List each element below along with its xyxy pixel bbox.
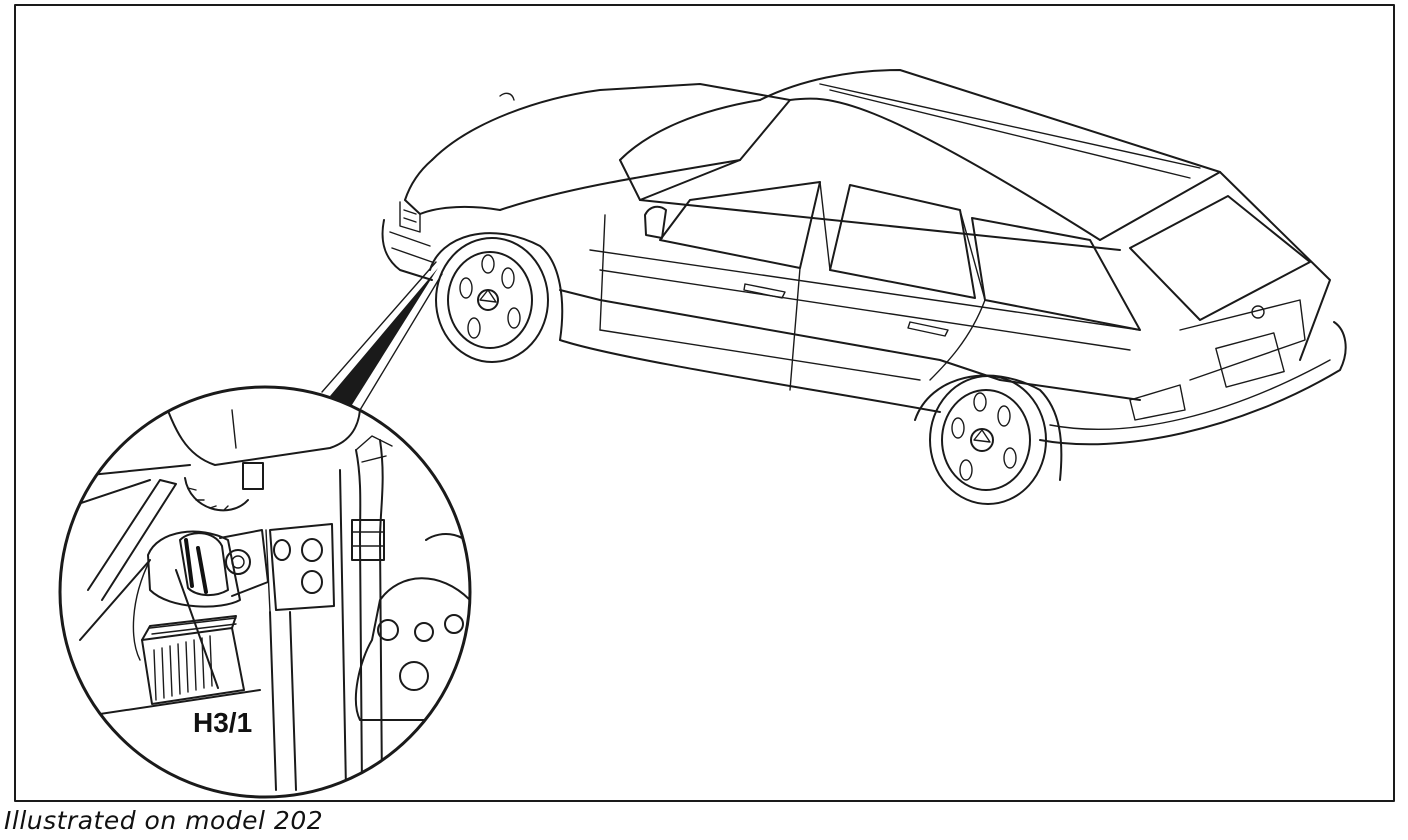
detail-magnifier: H3/1 — [58, 385, 472, 799]
station-wagon-drawing — [381, 69, 1347, 505]
callout-pointer — [321, 261, 443, 411]
figure-frame — [14, 4, 1395, 802]
figure-caption: Illustrated on model 202 — [4, 806, 324, 835]
component-label-h3-1: H3/1 — [193, 707, 252, 738]
